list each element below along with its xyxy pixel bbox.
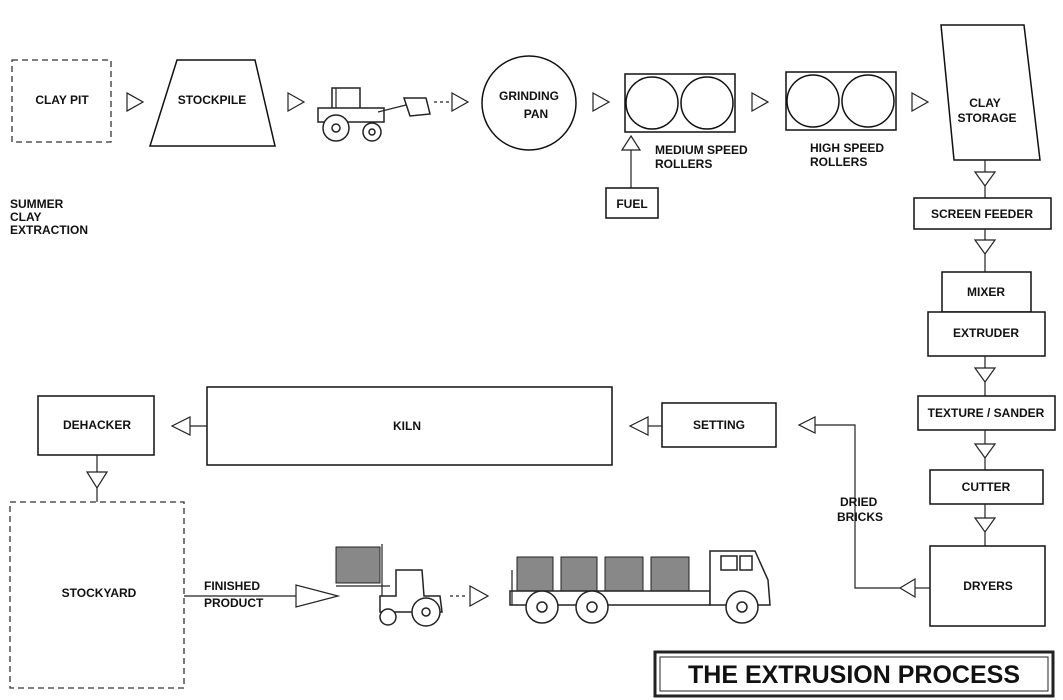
clay-pit-label: CLAY PIT — [35, 93, 89, 107]
arrow-claypit-stockpile — [126, 91, 145, 113]
stockpile-label: STOCKPILE — [178, 93, 246, 107]
grinding-pan-label-2: PAN — [524, 107, 548, 121]
texture-sander-label: TEXTURE / SANDER — [928, 406, 1045, 420]
dryers-box — [929, 545, 1046, 627]
clay-storage-label-2: STORAGE — [957, 111, 1016, 125]
medium-rollers-label-1: MEDIUM SPEED — [655, 143, 748, 157]
fuel-box — [605, 187, 659, 219]
arrow-texture-cutter — [973, 443, 997, 460]
summer-label-1: SUMMER — [10, 197, 64, 211]
stockyard-box — [9, 501, 185, 689]
summer-label-3: EXTRACTION — [10, 223, 88, 237]
arrow-into-setting — [797, 416, 816, 434]
dehacker-box — [37, 395, 155, 456]
screen-feeder-label: SCREEN FEEDER — [931, 207, 1033, 221]
cutter-box — [929, 469, 1044, 505]
dehacker-label: DEHACKER — [63, 418, 131, 432]
clay-storage-label-1: CLAY — [969, 96, 1001, 110]
grinding-pan-circle — [481, 55, 577, 151]
cutter-label: CUTTER — [962, 480, 1011, 494]
high-rollers-label-2: ROLLERS — [810, 155, 867, 169]
medium-roller-1 — [625, 76, 679, 130]
dried-bricks-label-1: DRIED — [840, 495, 878, 509]
finished-product-label-2: PRODUCT — [204, 596, 264, 610]
arrow-medium-high — [751, 91, 770, 113]
setting-label: SETTING — [693, 418, 745, 432]
arrow-setting-kiln — [628, 416, 649, 436]
setting-box — [661, 402, 777, 448]
arrow-forklift-truck — [469, 584, 490, 608]
diagram-title: THE EXTRUSION PROCESS — [688, 661, 1020, 689]
title-plate — [653, 650, 1055, 698]
arrow-stockyard-forklift — [295, 584, 341, 608]
high-roller-2 — [841, 74, 895, 128]
medium-rollers-label-2: ROLLERS — [655, 157, 712, 171]
dried-bricks-path — [815, 424, 900, 589]
arrow-kiln-dehacker — [170, 416, 191, 436]
screen-feeder-box — [913, 197, 1052, 230]
mixer-box — [941, 271, 1032, 313]
high-rollers-label-1: HIGH SPEED — [810, 141, 884, 155]
arrow-stockpile-loader — [287, 91, 306, 113]
arrow-extruder-texture — [973, 367, 997, 384]
mixer-label: MIXER — [967, 285, 1005, 299]
arrow-high-storage — [911, 91, 930, 113]
grinding-pan-label-1: GRINDING — [499, 89, 559, 103]
arrow-fuel-medium — [620, 134, 642, 151]
arrow-dryers-return — [898, 577, 916, 599]
extruder-box — [927, 311, 1046, 357]
kiln-box — [206, 386, 613, 466]
dryers-label: DRYERS — [963, 579, 1013, 593]
finished-product-label-1: FINISHED — [204, 579, 260, 593]
extruder-label: EXTRUDER — [953, 326, 1019, 340]
arrow-cutter-dryers — [973, 517, 997, 534]
arrow-loader-grinding — [451, 91, 470, 113]
stockyard-label: STOCKYARD — [62, 586, 137, 600]
delivery-truck-icon — [509, 550, 771, 624]
arrow-grinding-medium — [592, 91, 611, 113]
forklift-icon — [335, 544, 443, 627]
medium-roller-2 — [680, 76, 734, 130]
kiln-label: KILN — [393, 419, 421, 433]
stockpile-shape — [148, 59, 276, 147]
fuel-label: FUEL — [616, 197, 647, 211]
clay-storage-shape — [940, 24, 1041, 161]
arrow-storage-screen — [973, 171, 997, 188]
front-loader-icon — [317, 87, 431, 142]
high-roller-1 — [786, 74, 840, 128]
dried-bricks-label-2: BRICKS — [837, 510, 883, 524]
summer-label-2: CLAY — [10, 210, 42, 224]
texture-sander-box — [917, 395, 1056, 431]
arrow-screen-mixer — [973, 239, 997, 256]
clay-pit-box — [11, 59, 112, 143]
arrow-dehacker-stockyard — [85, 471, 109, 490]
